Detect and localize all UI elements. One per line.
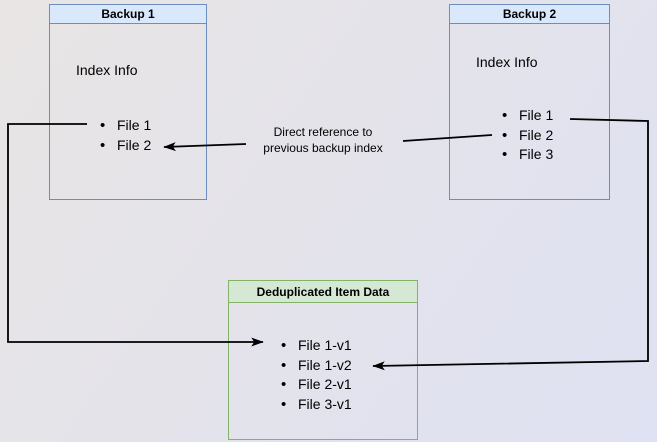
dedup-header: Deduplicated Item Data: [229, 281, 417, 303]
backup2-index-info-label: Index Info: [476, 54, 538, 70]
direct-reference-annotation: Direct reference to previous backup inde…: [240, 124, 406, 156]
annotation-line2: previous backup index: [263, 141, 383, 155]
backup1-box: Backup 1 Index Info File 1 File 2: [49, 4, 207, 200]
deduplicated-item-data-box: Deduplicated Item Data File 1-v1 File 1-…: [228, 280, 418, 440]
backup1-header: Backup 1: [50, 5, 206, 24]
list-item: File 2-v1: [281, 375, 352, 395]
backup2-header: Backup 2: [450, 5, 609, 24]
list-item: File 2: [502, 126, 553, 146]
dedup-title: Deduplicated Item Data: [256, 285, 390, 299]
list-item: File 1: [502, 106, 553, 126]
dedup-file-list: File 1-v1 File 1-v2 File 2-v1 File 3-v1: [281, 336, 352, 414]
backup1-title: Backup 1: [101, 7, 155, 21]
list-item: File 1-v2: [281, 356, 352, 376]
backup1-index-info-label: Index Info: [76, 62, 138, 78]
backup2-file-list: File 1 File 2 File 3: [502, 106, 553, 165]
list-item: File 1-v1: [281, 336, 352, 356]
list-item: File 3-v1: [281, 395, 352, 415]
backup2-box: Backup 2 Index Info File 1 File 2 File 3: [449, 4, 610, 200]
backup1-file-list: File 1 File 2: [100, 116, 151, 155]
backup2-title: Backup 2: [502, 7, 557, 21]
annotation-line1: Direct reference to: [273, 125, 373, 139]
list-item: File 1: [100, 116, 151, 136]
list-item: File 2: [100, 136, 151, 156]
list-item: File 3: [502, 145, 553, 165]
